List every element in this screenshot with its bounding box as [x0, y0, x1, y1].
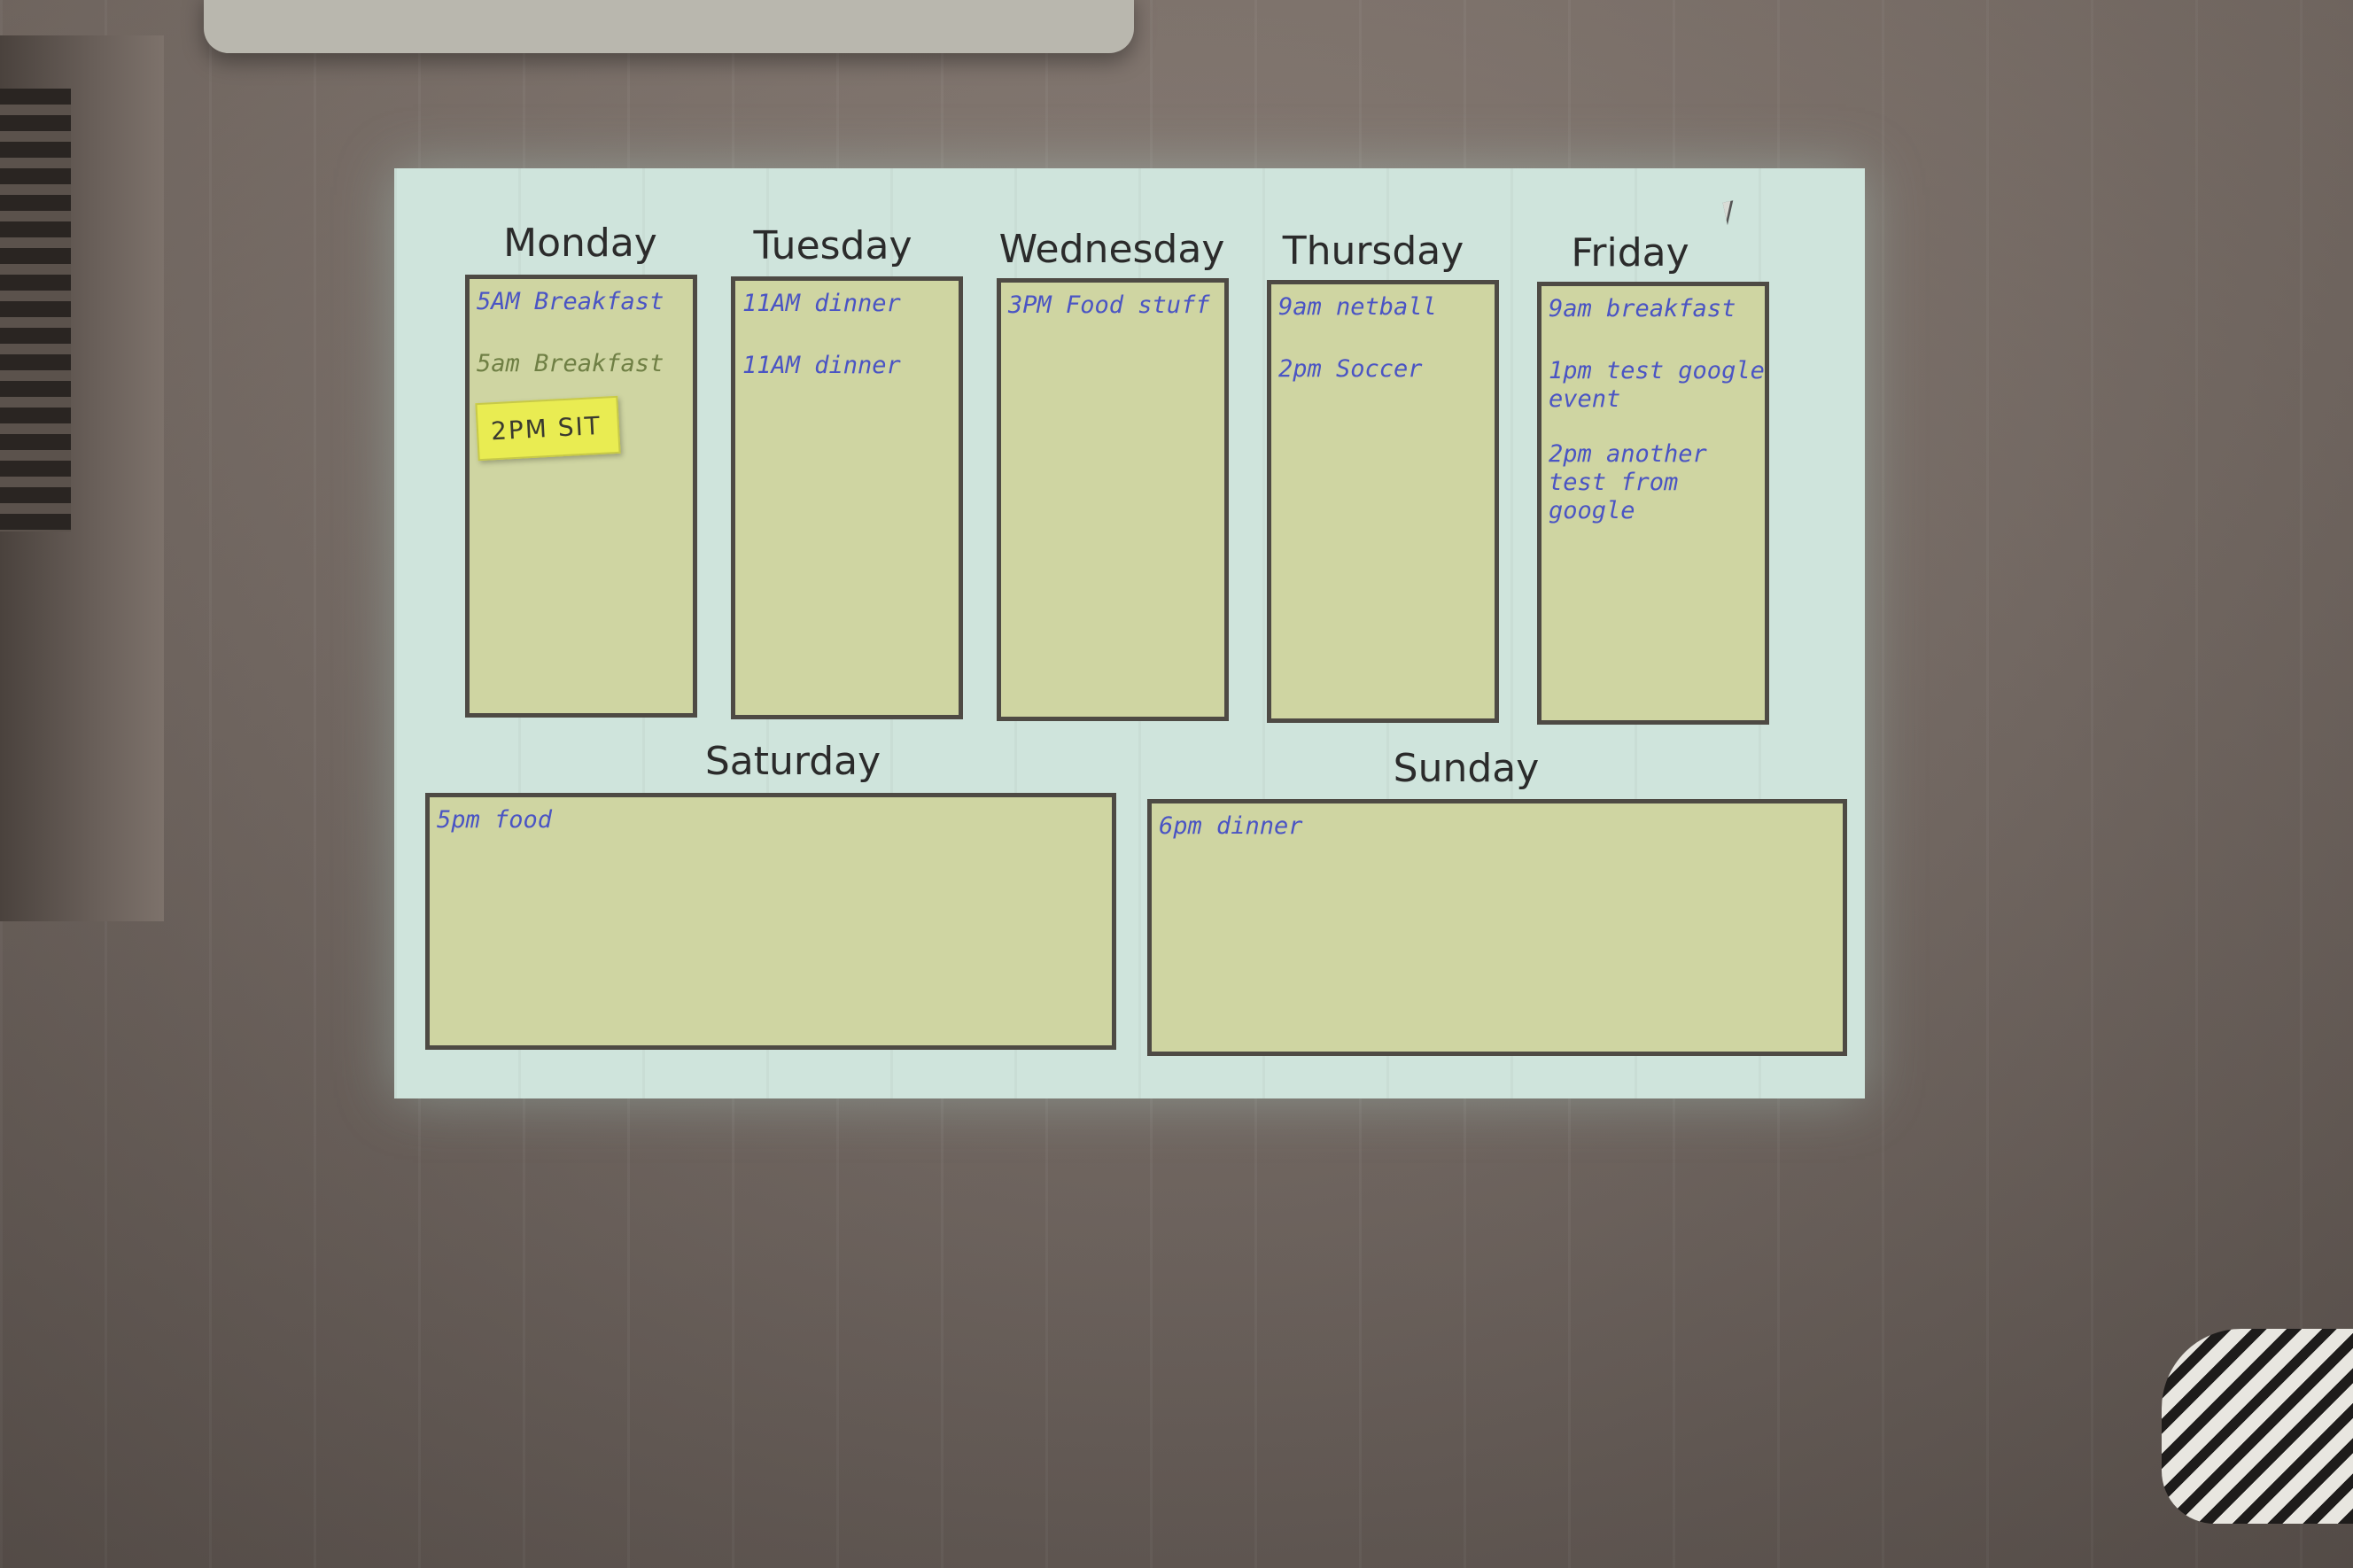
- event-item[interactable]: 6pm dinner: [1159, 812, 1303, 840]
- day-title-sunday: Sunday: [1393, 746, 1540, 791]
- event-item[interactable]: 2pm Soccer: [1278, 355, 1423, 383]
- day-box-saturday[interactable]: 5pm food: [425, 793, 1116, 1050]
- day-box-thursday[interactable]: 9am netball 2pm Soccer: [1267, 280, 1499, 723]
- day-title-friday: Friday: [1571, 230, 1689, 276]
- event-item[interactable]: 2pm another test from google: [1549, 440, 1707, 524]
- event-item[interactable]: 5am Breakfast: [477, 350, 664, 377]
- day-box-tuesday[interactable]: 11AM dinner 11AM dinner: [731, 276, 963, 719]
- window-frame: [0, 35, 164, 921]
- air-conditioner: [204, 0, 1134, 53]
- day-box-wednesday[interactable]: 3PM Food stuff: [997, 278, 1229, 721]
- event-item[interactable]: 5pm food: [437, 806, 553, 834]
- day-title-wednesday: Wednesday: [998, 227, 1225, 272]
- day-title-thursday: Thursday: [1282, 229, 1464, 274]
- event-item[interactable]: 9am netball: [1278, 293, 1437, 321]
- projected-calendar-screen: Monday 5AM Breakfast 5am Breakfast 2PM S…: [394, 168, 1865, 1098]
- day-title-saturday: Saturday: [704, 739, 881, 784]
- day-box-monday[interactable]: 5AM Breakfast 5am Breakfast 2PM SIT: [465, 275, 697, 718]
- day-box-sunday[interactable]: 6pm dinner: [1147, 799, 1847, 1056]
- day-title-monday: Monday: [503, 221, 657, 266]
- event-item[interactable]: 9am breakfast: [1549, 295, 1736, 322]
- event-item[interactable]: 11AM dinner: [742, 352, 901, 379]
- event-item[interactable]: 3PM Food stuff: [1008, 291, 1210, 319]
- event-item[interactable]: 1pm test google event: [1549, 357, 1765, 413]
- day-box-friday[interactable]: 9am breakfast 1pm test google event 2pm …: [1537, 282, 1769, 725]
- mouse-pointer-icon: [1722, 198, 1749, 226]
- sticky-note[interactable]: 2PM SIT: [475, 395, 621, 462]
- event-item[interactable]: 5AM Breakfast: [477, 288, 664, 315]
- event-item[interactable]: 11AM dinner: [742, 290, 901, 317]
- shoe-corner: [2162, 1329, 2353, 1524]
- day-title-tuesday: Tuesday: [753, 223, 912, 268]
